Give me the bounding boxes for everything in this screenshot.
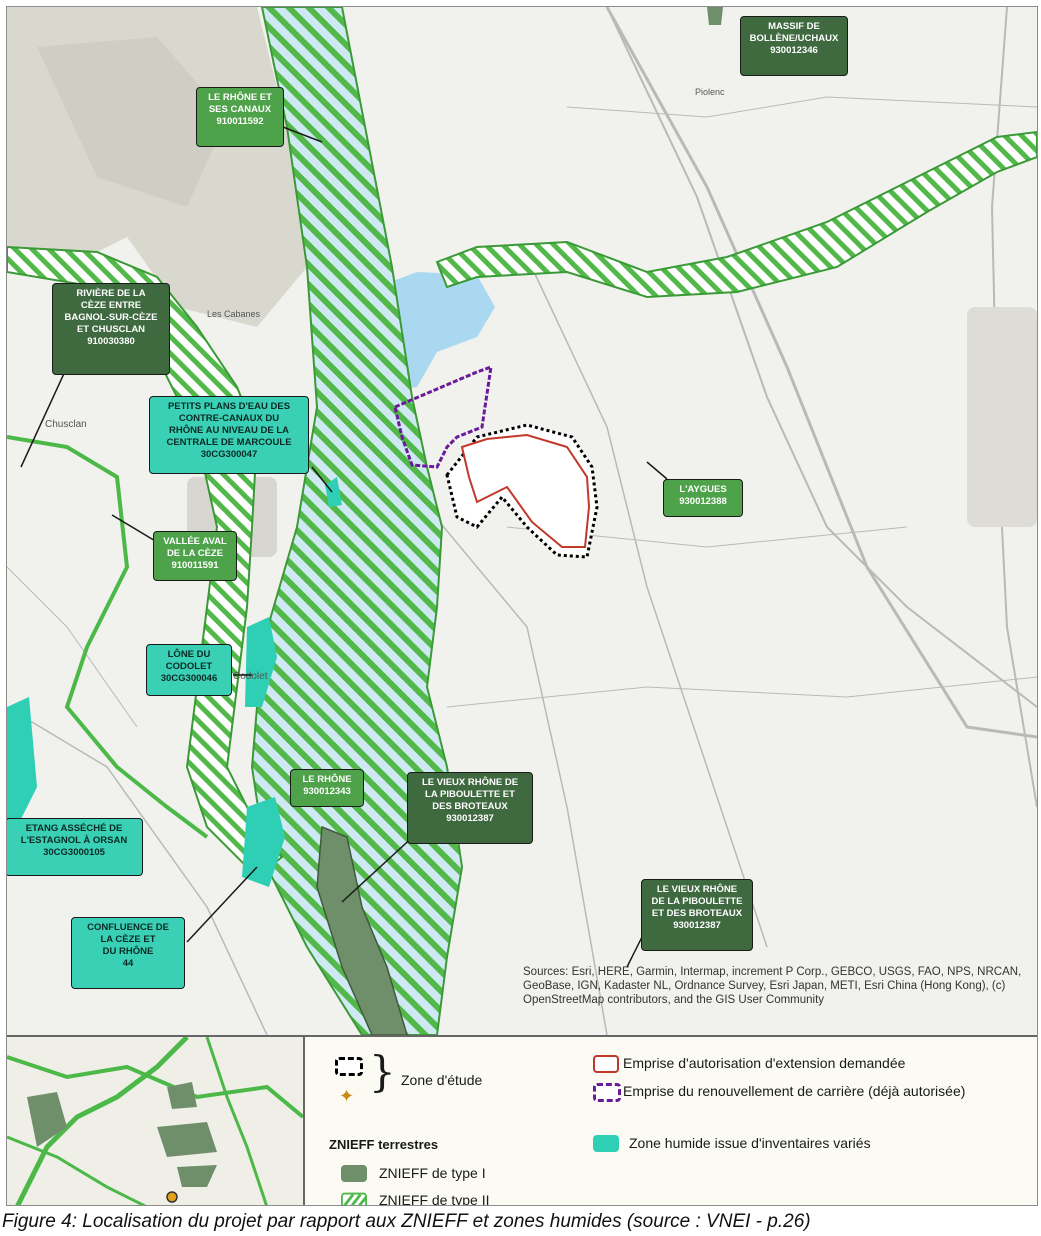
label-line: 30CG300046 bbox=[160, 673, 218, 684]
label-line: SES CANAUX bbox=[208, 104, 272, 115]
legend-brace: } bbox=[369, 1047, 396, 1096]
map-sources-attribution: Sources: Esri, HERE, Garmin, Intermap, i… bbox=[523, 966, 1022, 1006]
label-line: 30CG300047 bbox=[200, 449, 258, 460]
label-line: LA CÈZE ET bbox=[100, 934, 156, 945]
zone-extension bbox=[460, 433, 591, 548]
label-line: 910011591 bbox=[171, 560, 219, 571]
legend-zone-etude: Zone d'étude bbox=[401, 1072, 483, 1088]
wetland-lone-codolet bbox=[245, 617, 277, 707]
label-line: PETITS PLANS D'EAU DES bbox=[167, 401, 291, 412]
swatch-zone-humide bbox=[593, 1135, 619, 1152]
label-line: DE LA PIBOULETTE bbox=[651, 896, 743, 907]
label-line: CÈZE ENTRE bbox=[80, 300, 142, 311]
swatch-renouvellement bbox=[593, 1083, 621, 1102]
label-line: 930012387 bbox=[446, 813, 494, 824]
label-line: ETANG ASSÉCHÉ DE bbox=[25, 823, 123, 834]
label-line: 910030380 bbox=[87, 336, 135, 347]
legend-extension: Emprise d'autorisation d'extension deman… bbox=[623, 1055, 906, 1071]
label-line: LE VIEUX RHÔNE DE bbox=[421, 777, 519, 788]
label-line: ET DES BROTEAUX bbox=[651, 908, 743, 919]
town-east bbox=[967, 307, 1037, 527]
label-line: VALLÉE AVAL bbox=[163, 536, 227, 547]
label-line: 44 bbox=[122, 958, 134, 969]
map-canvas[interactable]: Chusclan Codolet Piolenc Les Cabanes bbox=[7, 7, 1037, 1035]
label-line: CONFLUENCE DE bbox=[87, 922, 169, 933]
place-chusclan: Chusclan bbox=[45, 419, 87, 430]
label-line: BOLLÈNE/UCHAUX bbox=[749, 33, 839, 44]
inset-map[interactable] bbox=[7, 1037, 305, 1206]
label-line: 930012388 bbox=[679, 496, 727, 507]
label-line: CODOLET bbox=[165, 661, 213, 672]
legend-znieff-title: ZNIEFF terrestres bbox=[329, 1137, 439, 1152]
swatch-zone-etude bbox=[335, 1057, 363, 1076]
label-line: 910011592 bbox=[216, 116, 264, 127]
wetland-confluence bbox=[242, 797, 285, 887]
label-line: DES BROTEAUX bbox=[432, 801, 508, 812]
swatch-znieff-type2 bbox=[341, 1192, 367, 1205]
place-les-cabanes: Les Cabanes bbox=[207, 309, 261, 319]
znieff-aygues-corridor bbox=[435, 130, 1037, 299]
legend-panel: ✦ } Zone d'étude Emprise d'autorisation … bbox=[7, 1035, 1037, 1206]
zone-etude-marker-icon: ✦ bbox=[339, 1086, 355, 1106]
wetland-petits-plans bbox=[325, 477, 342, 507]
label-line: L'ESTAGNOL À ORSAN bbox=[20, 835, 128, 846]
label-line: 930012346 bbox=[770, 45, 818, 56]
label-line: L'AYGUES bbox=[679, 484, 727, 495]
znieff-type1-north bbox=[707, 7, 723, 25]
label-line: 930012343 bbox=[303, 786, 351, 797]
label-line: LE RHÔNE bbox=[302, 774, 352, 785]
wetland-west-edge bbox=[7, 697, 37, 827]
legend-type2: ZNIEFF de type II bbox=[379, 1192, 490, 1206]
relief-hills-2 bbox=[37, 37, 227, 207]
ceze-outline-west bbox=[7, 435, 209, 839]
label-line: DU RHÔNE bbox=[102, 946, 154, 957]
zone-renouvellement bbox=[393, 364, 493, 469]
label-line: BAGNOL-SUR-CÈZE bbox=[64, 312, 158, 323]
swatch-extension bbox=[593, 1055, 619, 1073]
place-piolenc: Piolenc bbox=[695, 87, 725, 97]
label-line: 30CG3000105 bbox=[43, 847, 105, 858]
label-line: MASSIF DE bbox=[768, 21, 820, 32]
label-line: LE RHÔNE ET bbox=[208, 92, 272, 103]
legend-renouvellement: Emprise du renouvellement de carrière (d… bbox=[623, 1083, 966, 1099]
label-line: RIVIÈRE DE LA bbox=[76, 288, 146, 299]
label-line: CENTRALE DE MARCOULE bbox=[166, 437, 292, 448]
legend-zone-humide: Zone humide issue d'inventaires variés bbox=[629, 1135, 871, 1151]
label-line: LA PIBOULETTE ET bbox=[425, 789, 515, 800]
label-leaders bbox=[20, 126, 668, 968]
label-line: 930012387 bbox=[673, 920, 721, 931]
place-codolet: Codolet bbox=[233, 671, 268, 682]
figure-caption: Figure 4: Localisation du projet par rap… bbox=[2, 1211, 811, 1232]
label-line: LÔNE DU bbox=[167, 649, 211, 660]
label-line: CONTRE-CANAUX DU bbox=[178, 413, 280, 424]
swatch-znieff-type1 bbox=[341, 1165, 367, 1182]
legend-type1: ZNIEFF de type I bbox=[379, 1165, 486, 1181]
figure-frame: Chusclan Codolet Piolenc Les Cabanes MAS… bbox=[6, 6, 1038, 1206]
label-line: DE LA CÈZE bbox=[166, 548, 224, 559]
label-line: LE VIEUX RHÔNE bbox=[656, 884, 738, 895]
label-line: ET CHUSCLAN bbox=[76, 324, 146, 335]
label-line: RHÔNE AU NIVEAU DE LA bbox=[169, 425, 289, 436]
znieff-type1-piboulette bbox=[316, 825, 408, 1035]
